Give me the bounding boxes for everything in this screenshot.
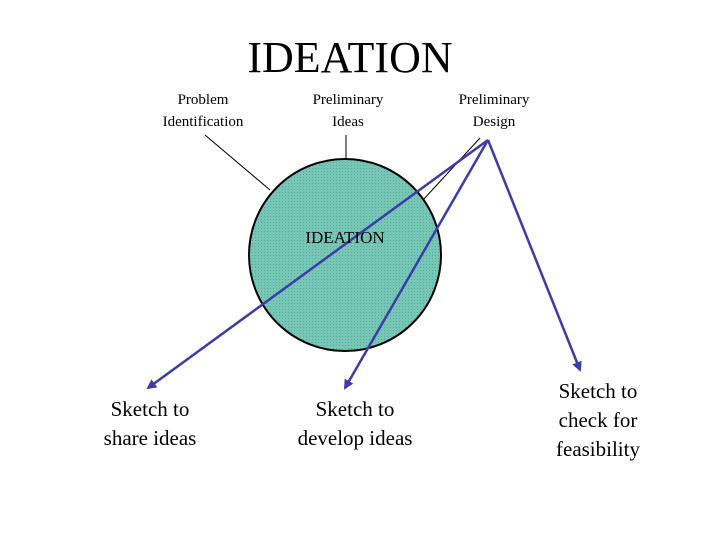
outcome-develop-ideas: Sketch to develop ideas	[297, 397, 413, 450]
ideation-circle	[248, 158, 442, 352]
stage-preliminary-design: Preliminary Design	[458, 92, 530, 130]
outcome-check-feasibility: Sketch to check for feasibility	[556, 379, 640, 461]
stage-preliminary-ideas: Preliminary Ideas	[312, 92, 384, 130]
circle-label: IDEATION	[305, 228, 385, 247]
outcome-share-ideas: Sketch to share ideas	[103, 397, 197, 450]
connector-design	[422, 137, 481, 201]
stage-problem-identification: Problem Identification	[162, 92, 244, 130]
arrow-to-feasibility	[486, 139, 582, 372]
arrow-to-develop	[343, 139, 490, 390]
arrow-to-share	[146, 138, 489, 390]
connector-problem	[204, 134, 271, 191]
diagram-title: IDEATION	[247, 33, 453, 82]
